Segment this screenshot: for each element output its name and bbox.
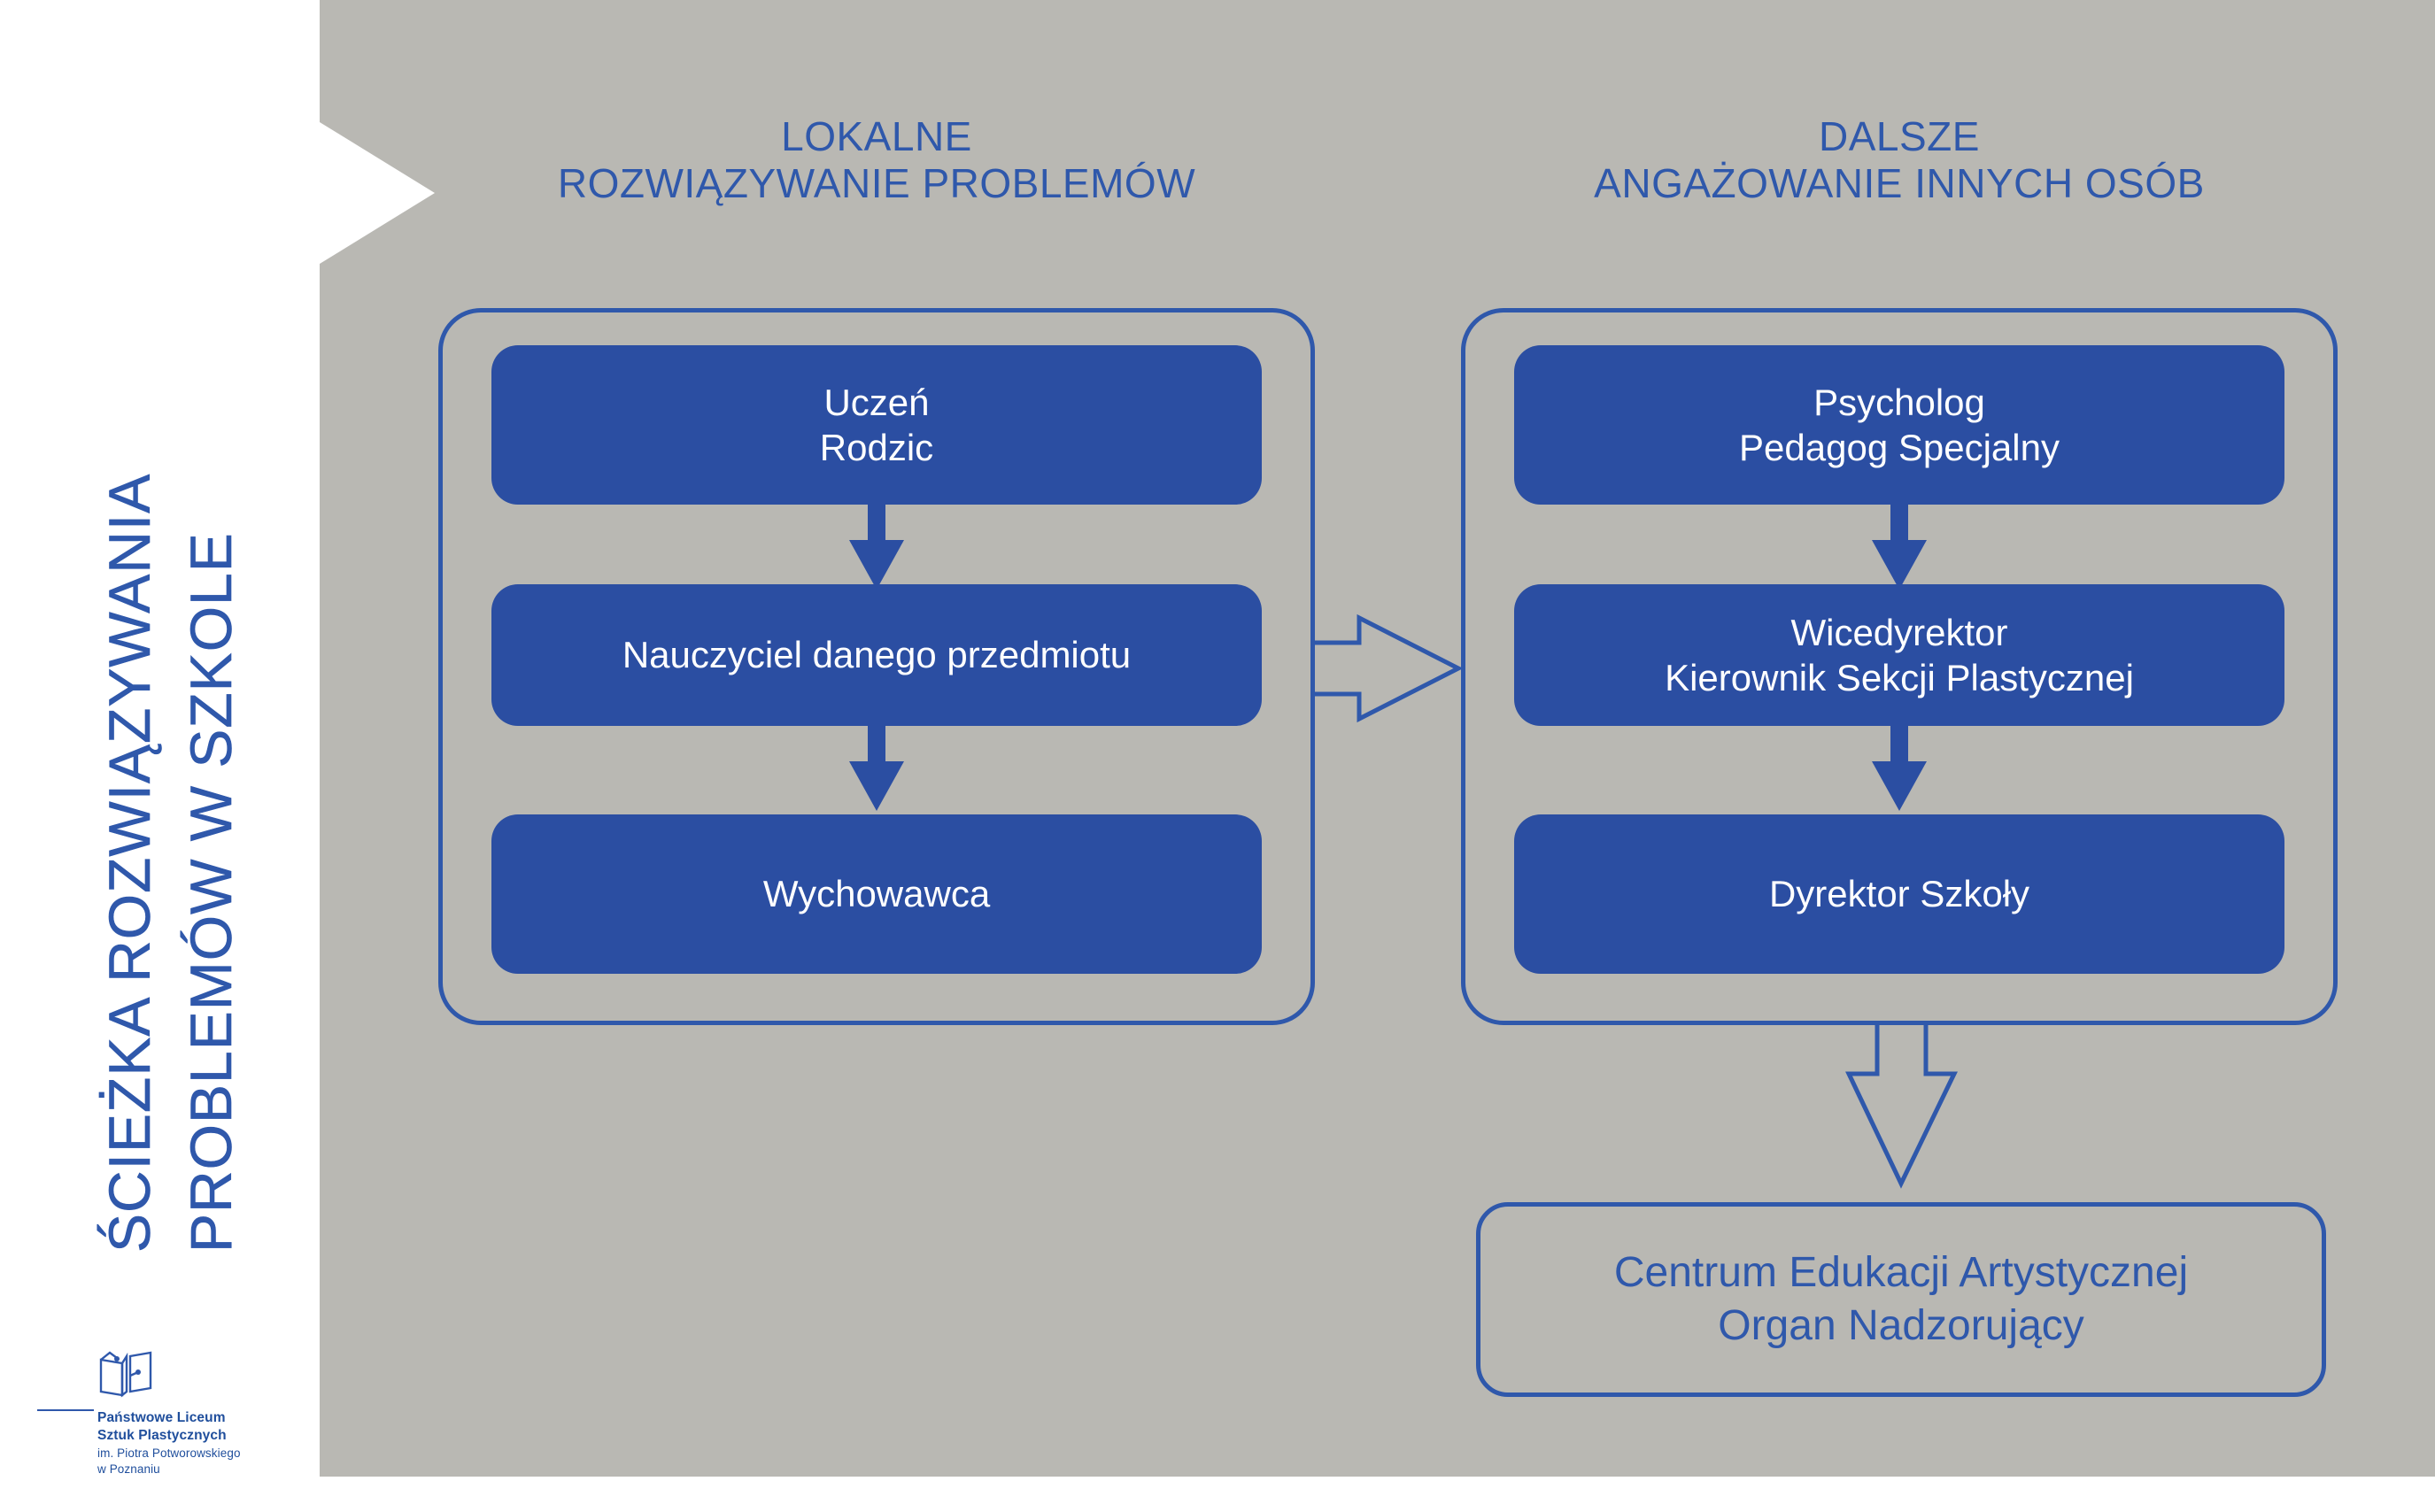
arrow-shaft xyxy=(1890,505,1908,547)
left-column-header: LOKALNE ROZWIĄZYWANIE PROBLEMÓW xyxy=(438,113,1315,208)
node-wychowawca[interactable]: Wychowawca xyxy=(491,814,1262,974)
node-line-1: Psycholog xyxy=(1813,381,1985,423)
logo-rule xyxy=(37,1409,94,1411)
node-line-2: Kierownik Sekcji Plastycznej xyxy=(1665,657,2134,698)
arrow-shaft xyxy=(1890,726,1908,768)
logo-line-3: im. Piotra Potworowskiego xyxy=(97,1446,241,1460)
node-dyrektor-szkoly[interactable]: Dyrektor Szkoły xyxy=(1514,814,2284,974)
arrow-shaft xyxy=(868,505,885,547)
node-line-1: Uczeń xyxy=(823,381,930,423)
logo-text: Państwowe Liceum Sztuk Plastycznych im. … xyxy=(97,1409,310,1477)
gray-background-panel xyxy=(320,0,2435,1477)
right-column-header-line-2: ANGAŻOWANIE INNYCH OSÓB xyxy=(1594,160,2205,207)
node-line-1: Wychowawca xyxy=(762,873,991,915)
arrow-right-outline-icon xyxy=(1313,611,1464,726)
node-line-1: Nauczyciel danego przedmiotu xyxy=(622,634,1132,676)
arrow-head xyxy=(1872,761,1927,811)
vertical-title-line-1: ŚCIEŻKA ROZWIĄZYWANIA xyxy=(97,473,163,1253)
arrow-down-solid-icon xyxy=(1872,726,1927,811)
arrow-head xyxy=(849,761,904,811)
arrow-shaft xyxy=(868,726,885,768)
node-centrum-edukacji-artystycznej[interactable]: Centrum Edukacji Artystycznej Organ Nadz… xyxy=(1476,1202,2326,1397)
right-column-header: DALSZE ANGAŻOWANIE INNYCH OSÓB xyxy=(1461,113,2338,208)
open-book-icon xyxy=(97,1349,158,1399)
bottom-node-line-2: Organ Nadzorujący xyxy=(1718,1302,2084,1349)
node-nauczyciel-przedmiotu[interactable]: Nauczyciel danego przedmiotu xyxy=(491,584,1262,726)
bottom-node-line-1: Centrum Edukacji Artystycznej xyxy=(1613,1249,2189,1297)
left-group-outline xyxy=(438,308,1315,1025)
node-line-2: Rodzic xyxy=(819,427,934,468)
right-group-outline xyxy=(1461,308,2338,1025)
left-column-header-line-1: LOKALNE xyxy=(781,113,972,159)
node-line-2: Pedagog Specjalny xyxy=(1739,427,2060,468)
logo-line-2: Sztuk Plastycznych xyxy=(97,1428,227,1444)
vertical-title-block: ŚCIEŻKA ROZWIĄZYWANIA PROBLEMÓW W SZKOLE xyxy=(0,0,320,1266)
logo-line-1: Państwowe Liceum xyxy=(97,1410,226,1425)
node-wicedyrektor-kierownik[interactable]: Wicedyrektor Kierownik Sekcji Plastyczne… xyxy=(1514,584,2284,726)
node-uczen-rodzic[interactable]: Uczeń Rodzic xyxy=(491,345,1262,505)
vertical-title-line-2: PROBLEMÓW W SZKOLE xyxy=(178,532,244,1253)
arrow-head xyxy=(849,540,904,590)
arrow-down-outline-icon xyxy=(1842,1021,1961,1189)
right-column-header-line-1: DALSZE xyxy=(1819,113,1980,159)
arrow-down-solid-icon xyxy=(849,726,904,811)
school-logo: Państwowe Liceum Sztuk Plastycznych im. … xyxy=(37,1310,303,1478)
node-line-1: Dyrektor Szkoły xyxy=(1768,873,2030,915)
left-column-header-line-2: ROZWIĄZYWANIE PROBLEMÓW xyxy=(557,160,1196,207)
arrow-head xyxy=(1872,540,1927,590)
arrow-down-solid-icon xyxy=(849,505,904,590)
arrow-down-solid-icon xyxy=(1872,505,1927,590)
logo-line-4: w Poznaniu xyxy=(97,1462,160,1476)
node-psycholog-pedagog[interactable]: Psycholog Pedagog Specjalny xyxy=(1514,345,2284,505)
node-line-1: Wicedyrektor xyxy=(1790,611,2008,653)
